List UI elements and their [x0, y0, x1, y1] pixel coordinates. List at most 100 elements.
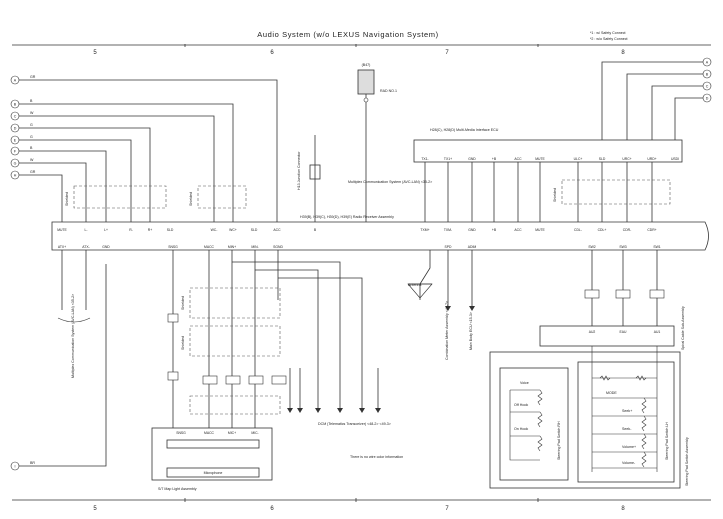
- svg-text:MIN+: MIN+: [228, 245, 236, 249]
- svg-text:C: C: [706, 85, 709, 89]
- svg-text:USDI: USDI: [671, 157, 679, 161]
- antenna-icon: [407, 250, 433, 300]
- shield-box-1: [73, 185, 167, 209]
- svg-text:B: B: [706, 73, 709, 77]
- svg-text:CDR-: CDR-: [623, 228, 631, 232]
- svg-text:TX1+: TX1+: [444, 157, 452, 161]
- steering-wires: [584, 250, 665, 326]
- svg-text:GND: GND: [468, 157, 476, 161]
- svg-text:H: H: [14, 174, 17, 178]
- main-body-ecu-label: Main Body ECU <15-3>: [469, 312, 473, 350]
- legend-line-1: *1 : w/ Safety Connect: [590, 31, 626, 35]
- svg-text:CDL+: CDL+: [598, 228, 607, 232]
- svg-text:GND: GND: [468, 228, 476, 232]
- dcm-connectors: [167, 313, 287, 385]
- map-light-pins: SNSG MACC MIC+ MIC-: [176, 431, 258, 435]
- left-ref-b: B: [10, 99, 20, 109]
- spiral-pin-2: EAU: [620, 330, 628, 334]
- column-number-5: 5: [93, 50, 97, 56]
- svg-text:MODE: MODE: [606, 391, 617, 395]
- left-ref-e: E: [10, 135, 20, 145]
- svg-text:SGND: SGND: [273, 245, 283, 249]
- svg-text:Voice: Voice: [520, 381, 529, 385]
- svg-text:ADIM: ADIM: [468, 245, 477, 249]
- svg-text:WC+: WC+: [229, 228, 237, 232]
- wire-color-6: B: [30, 146, 33, 150]
- wire-color-8: GR: [30, 170, 36, 174]
- shield-label-ecu: Shielded: [553, 188, 557, 202]
- legend-line-2: *2 : w/o Safety Connect: [590, 37, 628, 41]
- spiral-cable-label: Spiral Cable Sub-Assembly: [681, 306, 685, 350]
- shield-label-1: Shielded: [65, 192, 69, 206]
- svg-text:MACC: MACC: [204, 245, 215, 249]
- shield-box-dcm-1: [189, 287, 281, 319]
- dcm-arrows: [287, 408, 381, 413]
- wire-color-1: GR: [30, 75, 36, 79]
- svg-text:A: A: [14, 79, 17, 83]
- ecu-label: H28(C), H28(D) Multi-Media Interface ECU: [430, 128, 499, 132]
- svg-text:Volume+: Volume+: [622, 445, 636, 449]
- svg-text:On Hook: On Hook: [514, 427, 528, 431]
- dcm-wires: [172, 250, 379, 428]
- wire-color-5: G: [30, 135, 33, 139]
- right-ref-a: A: [702, 57, 712, 67]
- steering-switch-label: Steering Pad Switch Assembly: [685, 437, 689, 486]
- left-ref-i: I: [10, 461, 20, 471]
- right-ref-c: C: [702, 81, 712, 91]
- pad-switch-rh: [499, 367, 569, 481]
- svg-text:+B: +B: [492, 157, 497, 161]
- svg-text:A: A: [706, 61, 709, 65]
- svg-text:TX1-: TX1-: [421, 157, 428, 161]
- svg-text:URC+: URC+: [622, 157, 631, 161]
- svg-text:D: D: [14, 127, 17, 131]
- left-ref-h: H: [10, 170, 20, 180]
- svg-text:Seek-: Seek-: [622, 427, 632, 431]
- left-wires: [19, 79, 278, 467]
- svg-text:WC-: WC-: [211, 228, 218, 232]
- combination-meter-label: Combination Meter Assembly <46-7>: [445, 301, 449, 360]
- svg-text:G: G: [14, 162, 17, 166]
- wire-color-2: B: [30, 99, 33, 103]
- svg-text:CDR+: CDR+: [647, 228, 656, 232]
- svg-text:GND: GND: [102, 245, 110, 249]
- radio-receiver-label: H39(B), H39(C), H39(D), H39(E) Radio Rec…: [300, 215, 394, 219]
- svg-text:MUTE: MUTE: [535, 228, 545, 232]
- svg-text:B: B: [14, 103, 17, 107]
- left-ref-c: C: [10, 111, 20, 121]
- lh-switches: MODE Seek+ Seek- Volume+ Volume-: [591, 346, 658, 472]
- svg-text:ATX+: ATX+: [58, 245, 66, 249]
- svg-text:SPD: SPD: [445, 245, 453, 249]
- svg-text:C: C: [14, 115, 17, 119]
- svg-text:MIC+: MIC+: [228, 431, 236, 435]
- shield-box-ecu: [561, 179, 671, 205]
- svg-text:ATX-: ATX-: [82, 245, 89, 249]
- shield-box-dcm-3: [189, 395, 281, 415]
- shield-label-2: Shielded: [189, 192, 193, 206]
- svg-text:L+: L+: [104, 228, 108, 232]
- dcm-label: DCM (Telematics Transceiver) <48-2> <49-…: [318, 422, 391, 426]
- shield-label-dcm-1: Shielded: [181, 296, 185, 310]
- svg-text:R+: R+: [148, 228, 152, 232]
- junction-label: H13 Junction Connector: [297, 151, 301, 190]
- microphone-label: Microphone: [204, 471, 223, 475]
- column-number-8: 8: [621, 50, 625, 56]
- right-wires: [601, 61, 703, 140]
- spiral-pin-1: AU2: [589, 330, 596, 334]
- svg-text:I: I: [15, 465, 16, 469]
- wire-color-7: W: [30, 158, 34, 162]
- svg-text:TXM-: TXM-: [444, 228, 452, 232]
- antenna-label: Antenna: [408, 283, 421, 287]
- footer-column-5: 5: [93, 506, 97, 512]
- svg-text:SLD: SLD: [167, 228, 174, 232]
- svg-text:MACC: MACC: [204, 431, 215, 435]
- svg-text:SW3: SW3: [619, 245, 626, 249]
- shield-box-2: [197, 185, 247, 209]
- spiral-pin-3: AU1: [654, 330, 661, 334]
- fuse-label: RAD NO.1: [380, 89, 397, 93]
- svg-text:SNSG: SNSG: [176, 431, 186, 435]
- multiplex-bottom-wires: [57, 250, 91, 323]
- ecu-wires: [424, 162, 653, 222]
- svg-text:+B: +B: [492, 228, 497, 232]
- svg-text:D: D: [706, 97, 709, 101]
- svg-text:MUTE: MUTE: [57, 228, 67, 232]
